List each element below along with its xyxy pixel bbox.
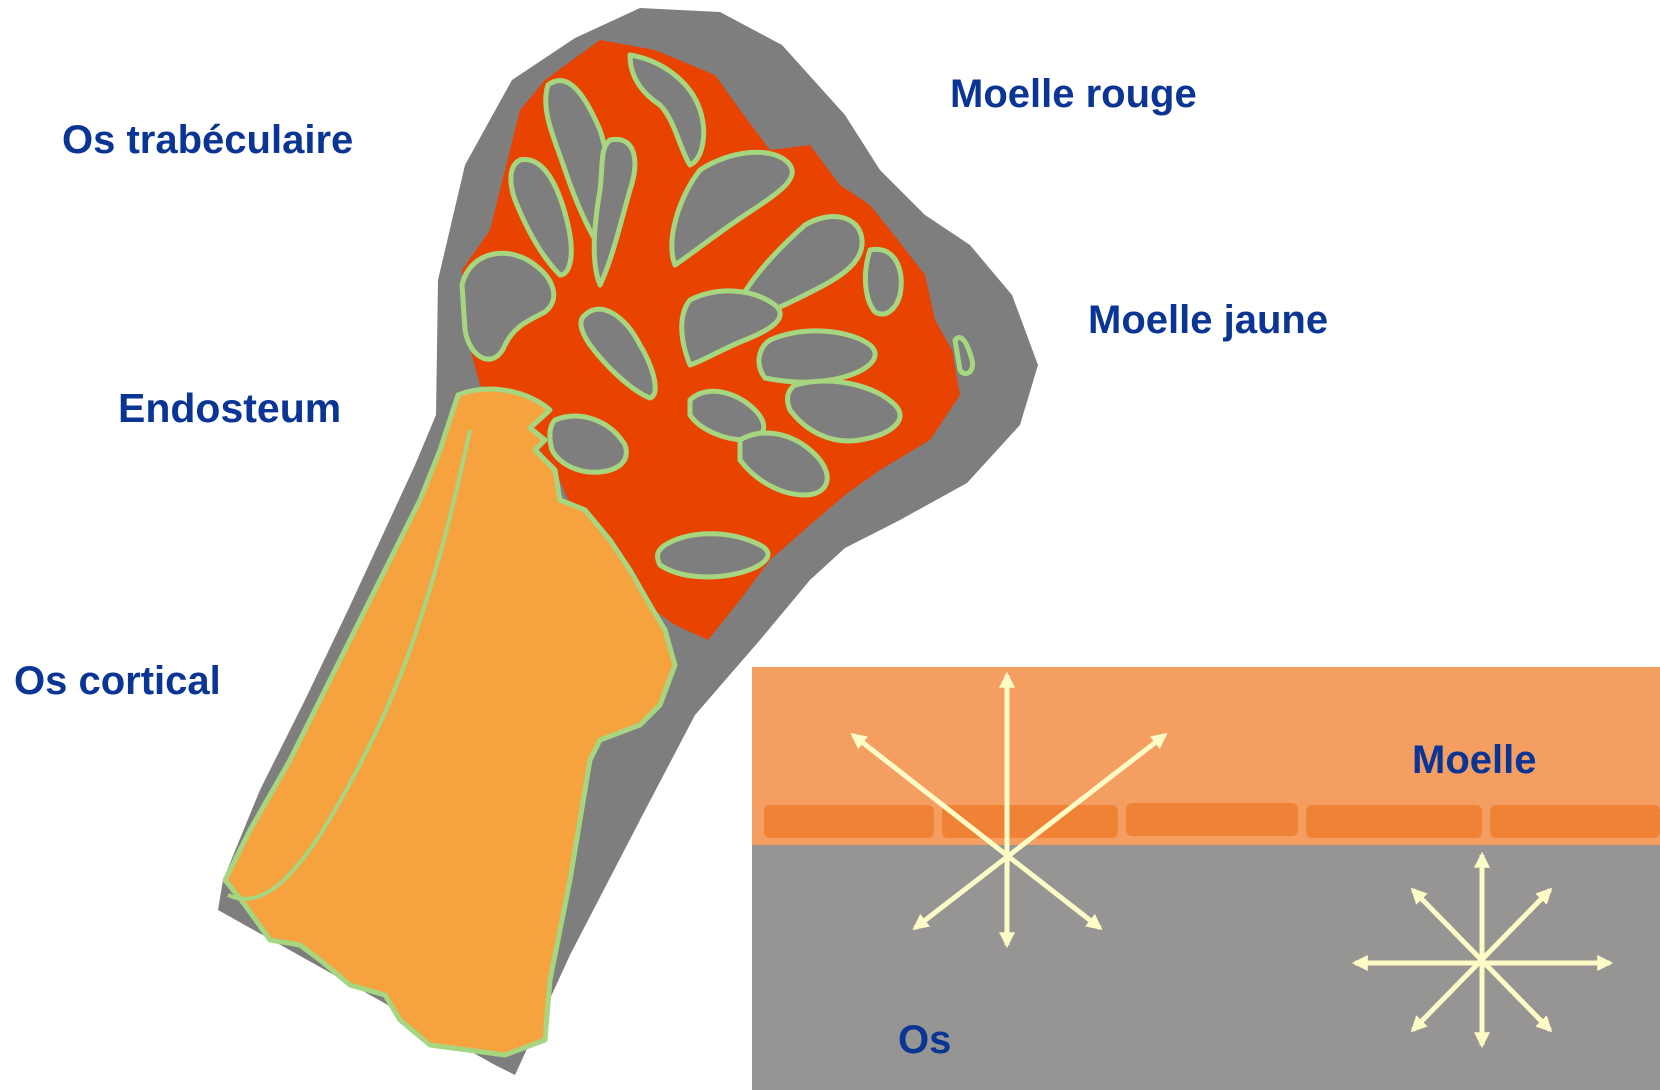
cavity — [865, 249, 901, 314]
label-yellow-marrow: Moelle jaune — [1088, 298, 1328, 343]
lining-cell — [1490, 805, 1660, 838]
lining-cell — [764, 805, 934, 838]
label-trabecular-bone: Os trabéculaire — [62, 118, 353, 163]
cavity — [658, 534, 769, 577]
cavity — [759, 331, 875, 382]
label-cortical-bone: Os cortical — [14, 659, 221, 704]
inset-panel — [752, 667, 1660, 1090]
inset-label-marrow: Moelle — [1412, 738, 1536, 783]
inset-label-bone: Os — [898, 1018, 951, 1063]
lining-cells — [764, 803, 1660, 838]
lining-cell — [1126, 803, 1298, 836]
label-endosteum: Endosteum — [118, 385, 341, 432]
inset-bone-area — [752, 845, 1660, 1090]
lining-cell — [942, 805, 1118, 838]
lining-cell — [1306, 805, 1482, 838]
label-red-marrow: Moelle rouge — [950, 72, 1197, 117]
